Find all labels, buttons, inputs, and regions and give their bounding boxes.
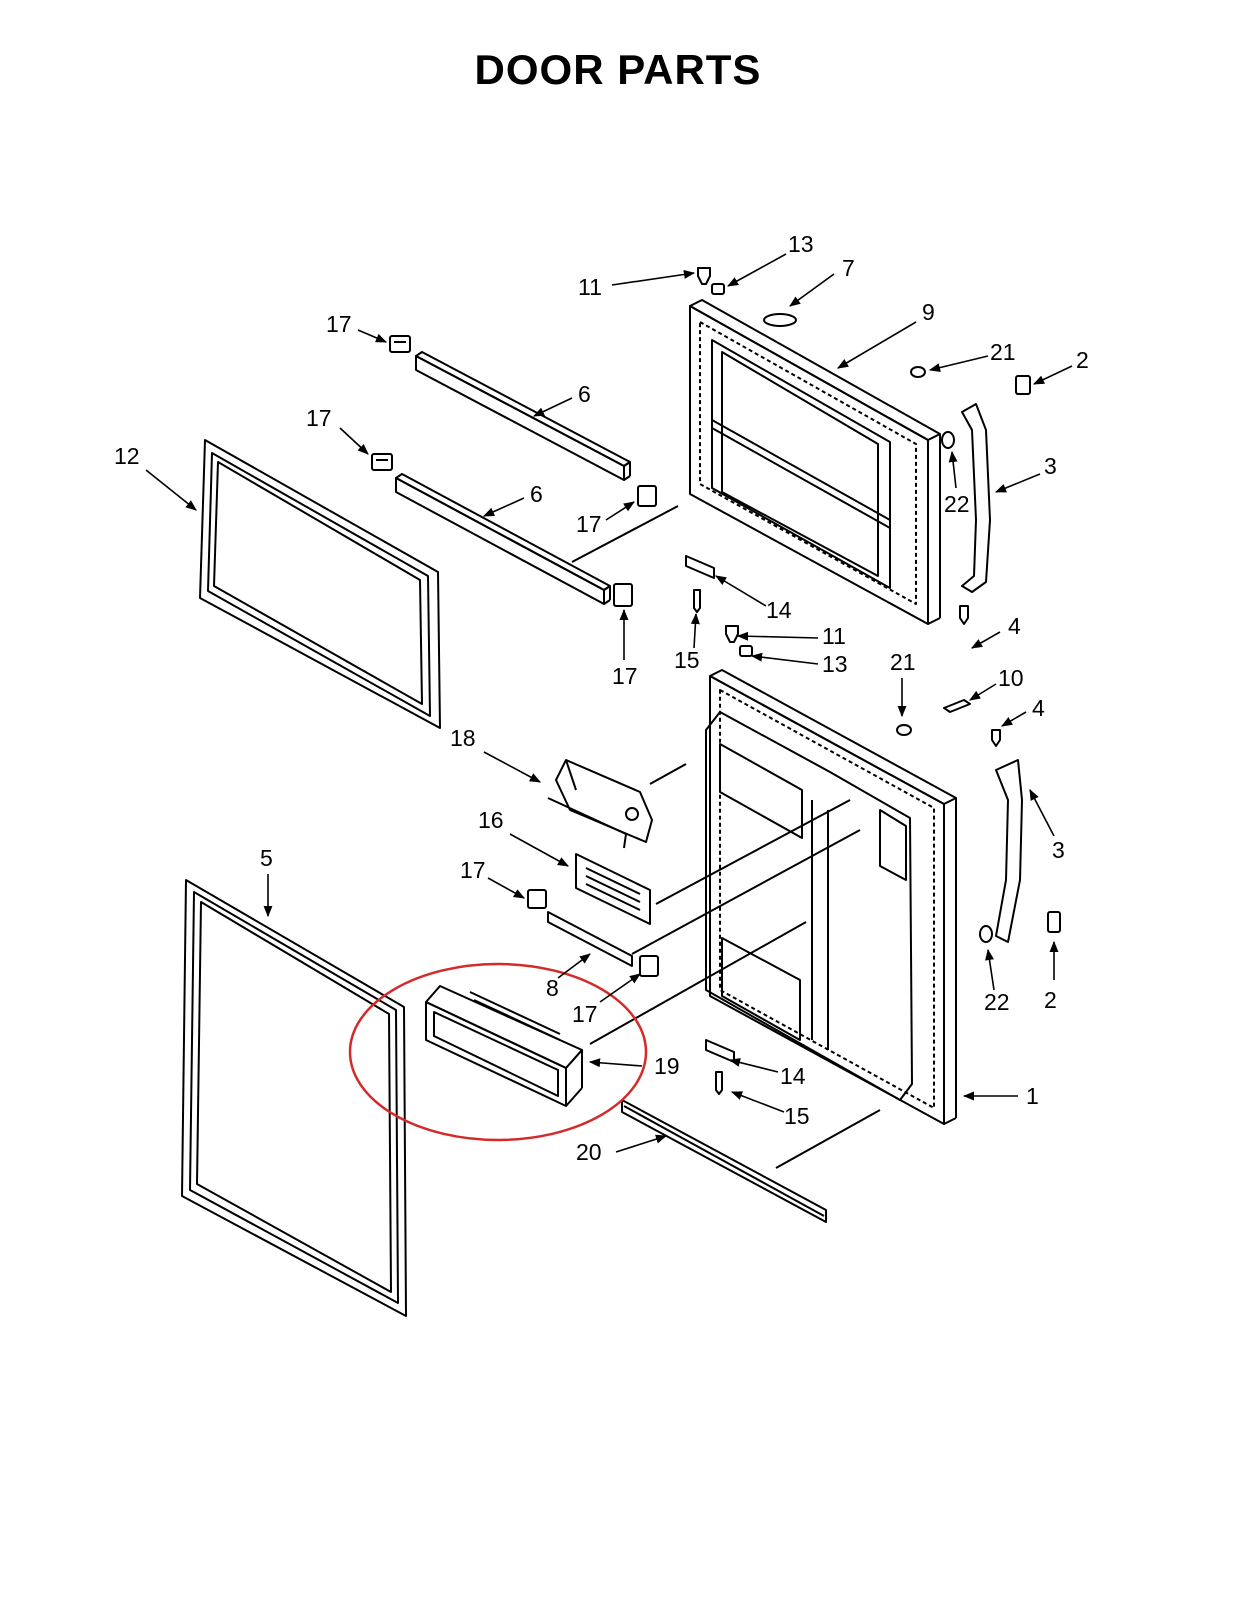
callout-4-lower: 4 <box>1032 695 1045 721</box>
callout-4-upper: 4 <box>1008 613 1021 639</box>
door-handle-part-3-lower <box>995 759 1023 943</box>
callout-2-lower: 2 <box>1044 987 1057 1013</box>
callout-11-upper: 11 <box>578 274 602 300</box>
door-bin-part-19 <box>425 985 583 1107</box>
freezer-gasket-part-12 <box>199 439 441 729</box>
shelf-clip-part-17-f <box>639 955 659 977</box>
callout-17-b: 17 <box>306 405 332 431</box>
shelf-clip-part-17-c <box>637 485 657 507</box>
fresh-food-gasket-part-5 <box>181 879 407 1317</box>
freezer-shelf-bar-part-6-lower <box>395 473 611 605</box>
door-trim-part-20 <box>621 1099 827 1223</box>
callout-9: 9 <box>922 299 935 325</box>
callout-21-lower: 21 <box>890 649 916 675</box>
callout-labels: 11 13 7 9 21 2 17 6 17 6 12 17 22 3 14 1… <box>114 231 1089 1165</box>
callout-13-upper: 13 <box>788 231 814 257</box>
shelf-clip-part-17-a <box>389 335 411 353</box>
callout-17-d: 17 <box>612 663 638 689</box>
callout-2-upper: 2 <box>1076 347 1089 373</box>
page-title: DOOR PARTS <box>474 46 762 93</box>
callout-17-a: 17 <box>326 311 352 337</box>
shelf-clip-part-17-e <box>527 889 547 909</box>
callout-3-upper: 3 <box>1044 453 1057 479</box>
dairy-door-part-18 <box>547 759 653 849</box>
callout-15-upper: 15 <box>674 647 700 673</box>
callout-22-lower: 22 <box>984 989 1010 1015</box>
callout-3-lower: 3 <box>1052 837 1065 863</box>
shelf-clip-part-17-b <box>371 453 393 471</box>
callout-20: 20 <box>576 1139 602 1165</box>
hinge-hardware <box>685 267 1061 1095</box>
callout-10: 10 <box>998 665 1024 691</box>
fresh-food-door-part-1 <box>705 669 957 1125</box>
callout-17-e: 17 <box>460 857 486 883</box>
callout-1: 1 <box>1026 1083 1039 1109</box>
callout-22-upper: 22 <box>944 491 970 517</box>
callout-5: 5 <box>260 845 273 871</box>
callout-21-upper: 21 <box>990 339 1016 365</box>
callout-13-lower: 13 <box>822 651 848 677</box>
callout-14-lower: 14 <box>780 1063 806 1089</box>
freezer-shelf-bar-part-6-upper <box>415 351 631 481</box>
door-handle-part-3-upper <box>961 403 991 593</box>
freezer-door-part-9 <box>689 299 941 625</box>
callout-15-lower: 15 <box>784 1103 810 1129</box>
shelf-bar-part-8 <box>547 911 633 967</box>
assembly-lines <box>571 505 881 1169</box>
callout-17-f: 17 <box>572 1001 598 1027</box>
callout-12: 12 <box>114 443 140 469</box>
callout-19: 19 <box>654 1053 680 1079</box>
callout-11-lower: 11 <box>822 623 846 649</box>
callout-16: 16 <box>478 807 504 833</box>
callout-18: 18 <box>450 725 476 751</box>
callout-7: 7 <box>842 255 855 281</box>
callout-8: 8 <box>546 975 559 1001</box>
callout-14-upper: 14 <box>766 597 792 623</box>
dairy-bin-part-16 <box>575 853 651 925</box>
leader-arrows <box>145 253 1073 1153</box>
callout-6-upper: 6 <box>578 381 591 407</box>
highlight-circle-part-19 <box>348 962 648 1142</box>
callout-17-c: 17 <box>576 511 602 537</box>
callout-6-lower: 6 <box>530 481 543 507</box>
shelf-clip-part-17-d <box>613 583 633 607</box>
